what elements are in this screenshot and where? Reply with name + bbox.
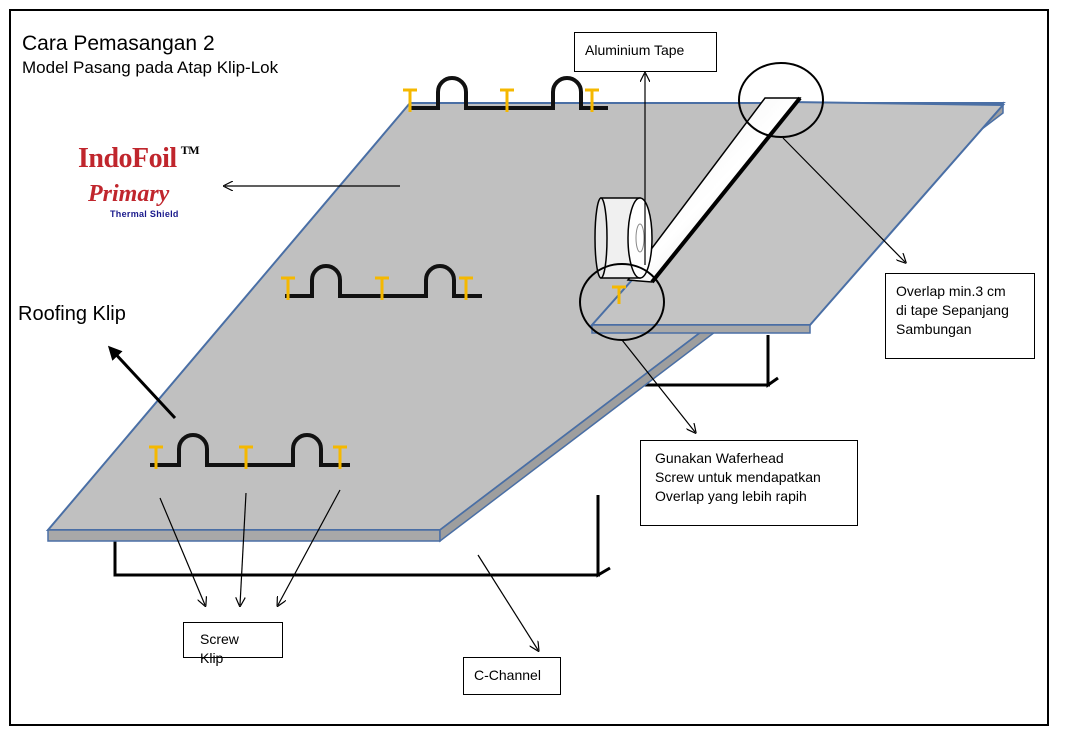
- overlap-line-1: Overlap min.3 cm: [896, 283, 1006, 299]
- callout-arrows: [159, 74, 905, 650]
- waferhead-line-1: Gunakan Waferhead: [655, 450, 784, 466]
- tape-roll-icon: [594, 197, 653, 279]
- c-channel-front: [113, 495, 611, 578]
- clip-profile-3: [150, 433, 350, 467]
- screw-icon: [585, 88, 599, 112]
- screw-icon: [333, 445, 347, 469]
- clip-profile-1: [410, 76, 608, 110]
- screw-icon: [281, 276, 295, 300]
- aluminium-tape-strip: [626, 96, 802, 284]
- waferhead-callout: Gunakan Waferhead Screw untuk mendapatka…: [640, 440, 858, 526]
- logo-product: Primary: [88, 181, 170, 207]
- screw-icon: [149, 445, 163, 469]
- overlap-highlight-circle: [738, 62, 824, 138]
- screw-icon: [500, 88, 514, 112]
- overlap-line-2: di tape Sepanjang: [896, 302, 1009, 318]
- screw-icon: [239, 445, 253, 469]
- arrow-to-waferhead: [621, 339, 695, 432]
- screw-icon: [459, 276, 473, 300]
- page-subtitle: Model Pasang pada Atap Klip-Lok: [22, 58, 279, 77]
- overlap-line-3: Sambungan: [896, 321, 972, 337]
- screw-icon: [375, 276, 389, 300]
- aluminium-tape-label: Aluminium Tape: [585, 42, 685, 58]
- screw-icon: [403, 88, 417, 112]
- logo-tm: TM: [180, 143, 200, 157]
- screw-klip-callout: Screw Klip: [183, 622, 283, 666]
- arrow-to-c-channel: [477, 554, 538, 650]
- page-title: Cara Pemasangan 2: [22, 32, 215, 55]
- arrow-to-roofing-klip: [107, 345, 177, 420]
- roofing-klip-label: Roofing Klip: [18, 303, 126, 325]
- c-channel-label: C-Channel: [474, 667, 541, 683]
- arrow-screw-2: [240, 492, 247, 605]
- aluminium-tape-callout: Aluminium Tape: [574, 32, 717, 72]
- waferhead-line-2: Screw untuk mendapatkan: [655, 469, 821, 485]
- arrow-screw-1: [159, 497, 205, 605]
- overlap-callout: Overlap min.3 cm di tape Sepanjang Sambu…: [885, 273, 1035, 359]
- arrow-to-overlap: [782, 137, 905, 262]
- c-channel-callout: C-Channel: [463, 657, 561, 695]
- screw-icons: [149, 88, 626, 469]
- logo-subtitle: Thermal Shield: [110, 209, 179, 219]
- logo-brand: IndoFoil: [78, 143, 177, 174]
- arrow-screw-3: [278, 489, 341, 605]
- waferhead-screw-icon: [612, 285, 626, 304]
- screw-klip-label: Screw Klip: [200, 631, 239, 666]
- waferhead-line-3: Overlap yang lebih rapih: [655, 488, 807, 504]
